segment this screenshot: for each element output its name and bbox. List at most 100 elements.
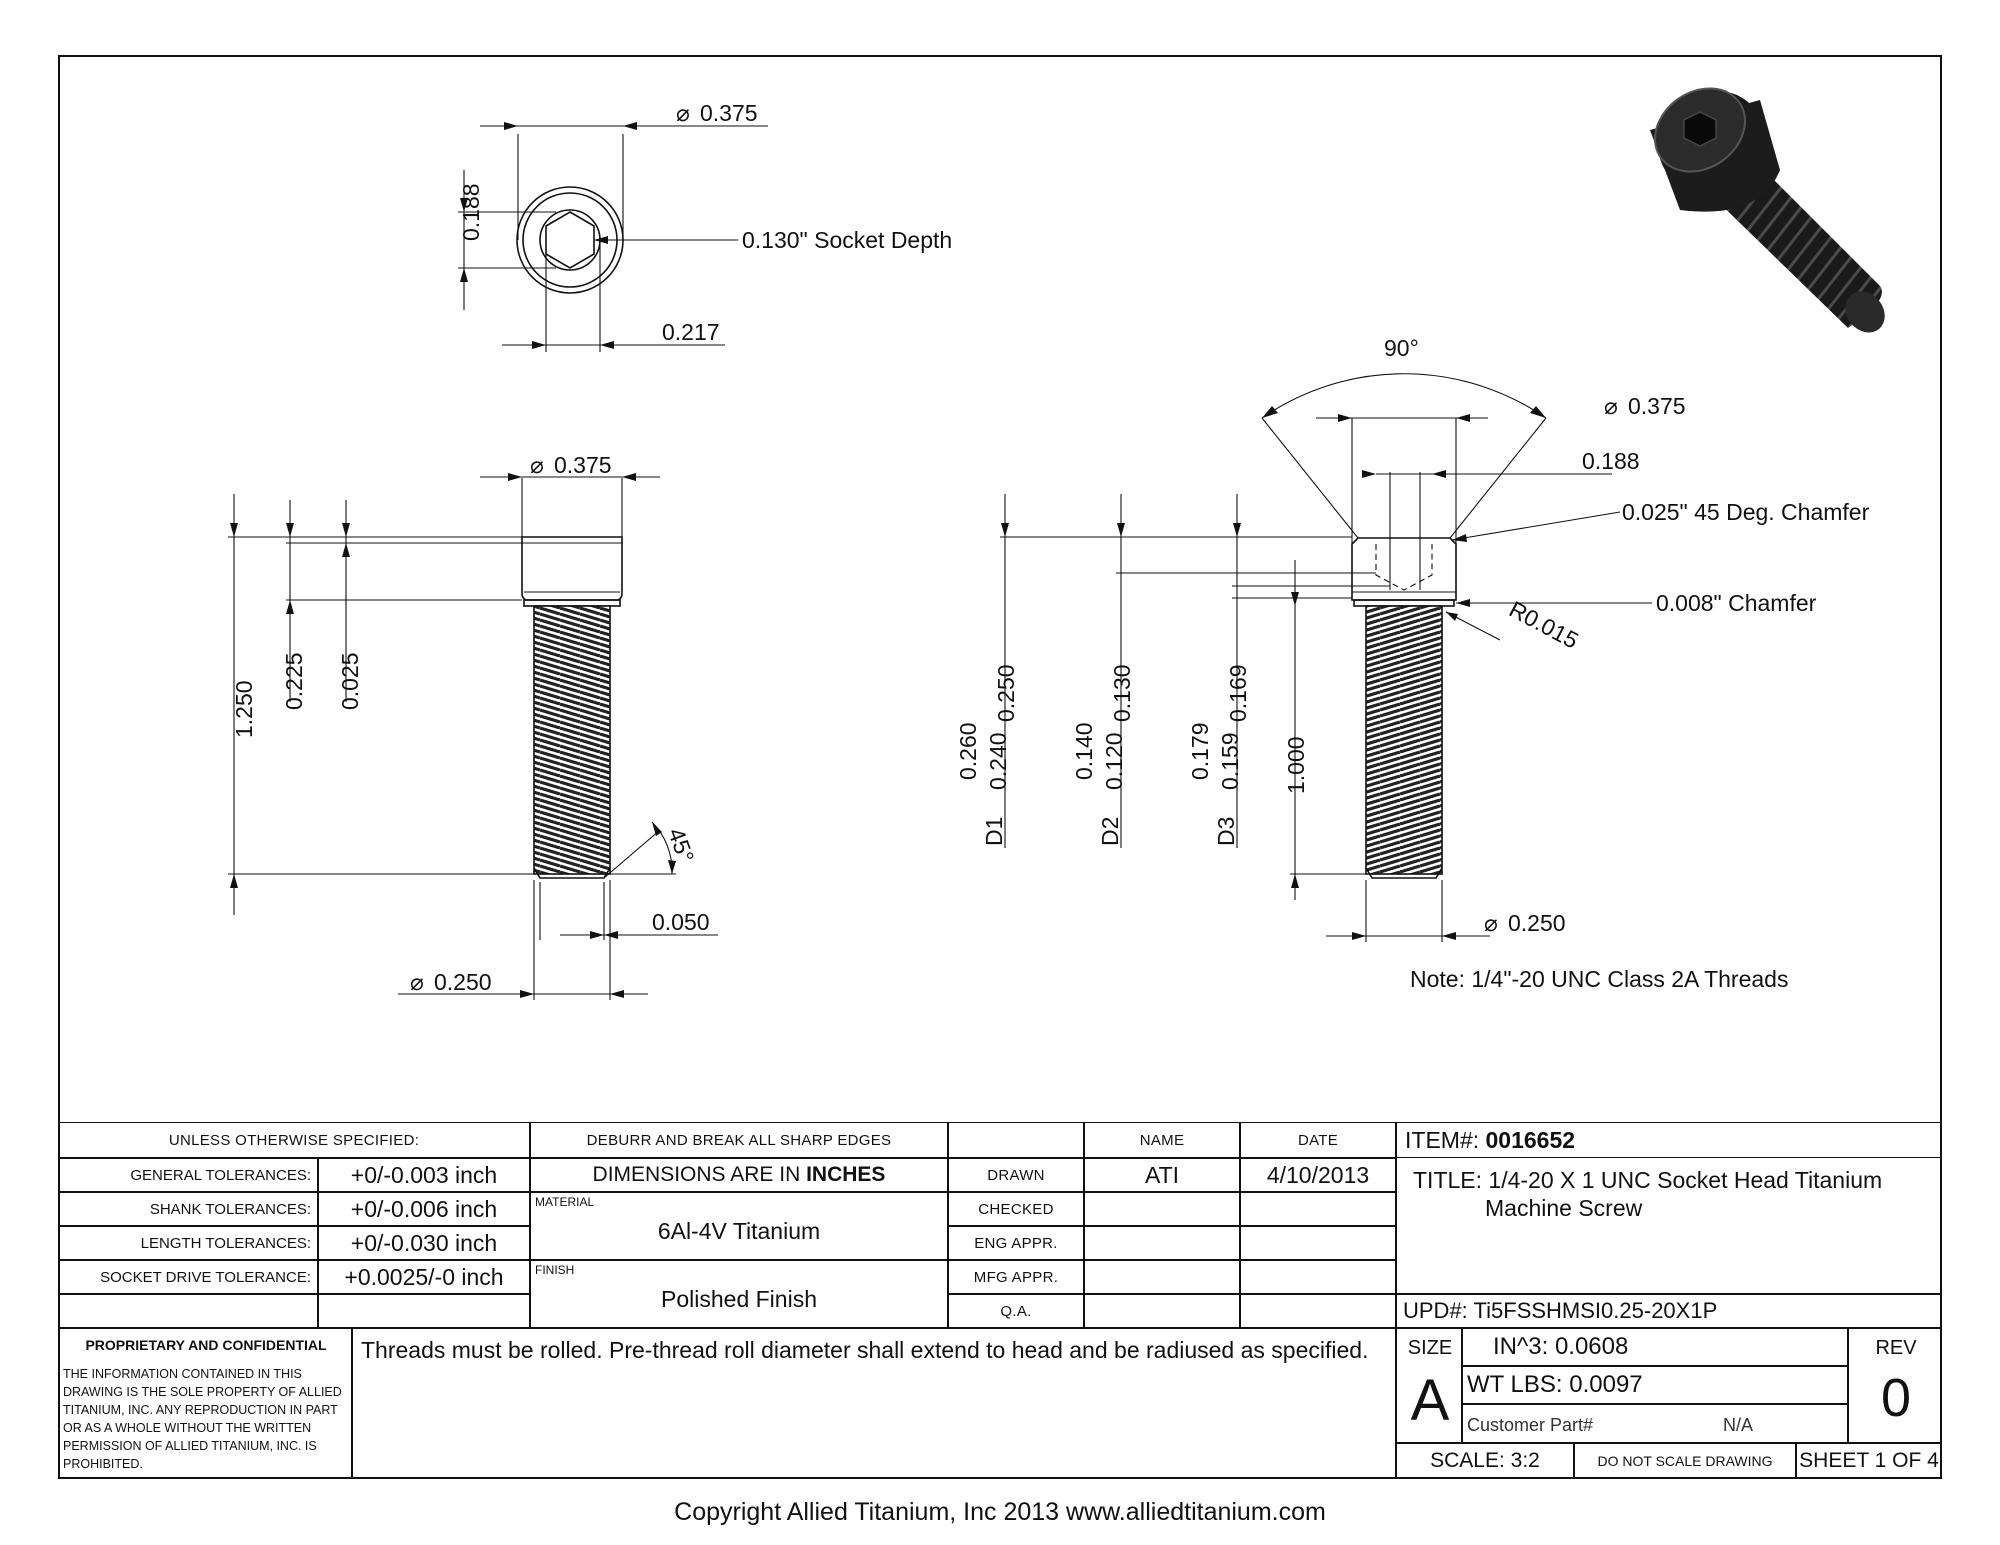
- divider: [1397, 1157, 1941, 1158]
- blank-cell: [1240, 1226, 1396, 1260]
- general-tol-value: +0/-0.003 inch: [318, 1158, 530, 1192]
- checked-label: CHECKED: [948, 1192, 1084, 1226]
- drawn-date: 4/10/2013: [1240, 1158, 1396, 1192]
- size-cell: SIZE A: [1396, 1328, 1462, 1443]
- dim-side-angle: 45°: [663, 824, 699, 866]
- dim-side-025: 0.025: [337, 652, 363, 710]
- customer-part-cell: Customer Part# N/A: [1462, 1404, 1848, 1443]
- shank-tol-value: +0/-0.006 inch: [318, 1192, 530, 1226]
- material-label: MATERIAL: [535, 1195, 595, 1209]
- blank-cell: [1084, 1192, 1240, 1226]
- finish-value: Polished Finish: [661, 1285, 817, 1312]
- upd-number: UPD#: Ti5FSSHMSI0.25-20X1P: [1396, 1294, 1942, 1328]
- customer-part-value: N/A: [1723, 1415, 1754, 1435]
- dia-symbol: ⌀: [1484, 910, 1498, 936]
- side-view-labels: ⌀ 0.375 1.250 0.225 0.025 45° 0.050 ⌀ 0.…: [231, 452, 710, 995]
- length-tol-label: LENGTH TOLERANCES:: [58, 1226, 318, 1260]
- bolt-3d-illustration: [1650, 87, 1885, 333]
- proprietary-text: THE INFORMATION CONTAINED IN THIS DRAWIN…: [63, 1367, 342, 1471]
- blank-cell: [1240, 1294, 1396, 1328]
- dim-top-dia: 0.375: [700, 100, 758, 126]
- dia-symbol: ⌀: [410, 969, 424, 995]
- proprietary-cell: PROPRIETARY AND CONFIDENTIAL THE INFORMA…: [58, 1328, 352, 1479]
- dim-side-shank-dia: 0.250: [434, 969, 492, 995]
- rev-label: REV: [1875, 1337, 1917, 1359]
- d3-label: D3: [1213, 817, 1239, 846]
- d2-label: D2: [1097, 817, 1123, 846]
- blank-cell: [1084, 1260, 1240, 1294]
- radius-label: R0.015: [1505, 596, 1583, 654]
- rev-cell: REV 0: [1848, 1328, 1942, 1443]
- date-header: DATE: [1240, 1122, 1396, 1158]
- finish-label: FINISH: [535, 1263, 575, 1277]
- dim-side-head-dia: 0.375: [554, 452, 612, 478]
- d2-hi: 0.140: [1071, 722, 1097, 780]
- shank-tol-label: SHANK TOLERANCES:: [58, 1192, 318, 1226]
- d1-hi: 0.260: [955, 722, 981, 780]
- section-view-labels: 90° ⌀ 0.375 0.188 0.025" 45 Deg. Chamfer…: [955, 335, 1870, 992]
- dim-right-shank-dia: 0.250: [1508, 910, 1566, 936]
- unless-specified: UNLESS OTHERWISE SPECIFIED:: [58, 1122, 530, 1158]
- customer-part-label: Customer Part#: [1467, 1415, 1594, 1435]
- dim-right-1000: 1.000: [1283, 736, 1309, 794]
- dim-right-angle: 90°: [1384, 335, 1419, 361]
- title-cell: ITEM#: 0016652 TITLE: 1/4-20 X 1 UNC Soc…: [1396, 1122, 1942, 1294]
- size-label: SIZE: [1407, 1337, 1453, 1359]
- dim-side-050: 0.050: [652, 909, 710, 935]
- title-line-1: TITLE: 1/4-20 X 1 UNC Socket Head Titani…: [1413, 1167, 1883, 1193]
- dims-unit: INCHES: [806, 1163, 886, 1186]
- deburr-note: DEBURR AND BREAK ALL SHARP EDGES: [530, 1122, 948, 1158]
- blank-cell: [1240, 1192, 1396, 1226]
- item-row: ITEM#: 0016652: [1405, 1127, 1575, 1154]
- dim-top-hex-across: 0.217: [662, 319, 720, 345]
- general-tol-label: GENERAL TOLERANCES:: [58, 1158, 318, 1192]
- scale-value: SCALE: 3:2: [1396, 1443, 1574, 1479]
- proprietary-title: PROPRIETARY AND CONFIDENTIAL: [85, 1337, 327, 1353]
- no-scale-note: DO NOT SCALE DRAWING: [1574, 1443, 1796, 1479]
- volume-value: IN^3: 0.0608: [1462, 1328, 1848, 1366]
- blank-cell: [58, 1294, 318, 1328]
- blank-cell: [318, 1294, 530, 1328]
- title-line-2: Machine Screw: [1485, 1195, 1643, 1221]
- section-view: [1000, 373, 1652, 942]
- dim-right-130: 0.130: [1109, 664, 1135, 722]
- blank-cell: [1084, 1294, 1240, 1328]
- thread-note: Note: 1/4"-20 UNC Class 2A Threads: [1410, 966, 1788, 992]
- rev-value: 0: [1880, 1368, 1912, 1428]
- item-number: 0016652: [1485, 1127, 1576, 1153]
- d1-label: D1: [981, 817, 1007, 846]
- drawn-label: DRAWN: [948, 1158, 1084, 1192]
- d2-lo: 0.120: [1101, 732, 1127, 790]
- title-block: UNLESS OTHERWISE SPECIFIED: DEBURR AND B…: [58, 1122, 1942, 1479]
- length-tol-value: +0/-0.030 inch: [318, 1226, 530, 1260]
- end-view: [458, 122, 768, 352]
- notes-cell: Threads must be rolled. Pre-thread roll …: [352, 1328, 1396, 1479]
- material-cell: MATERIAL 6Al-4V Titanium: [530, 1192, 948, 1260]
- end-view-labels: ⌀ 0.375 0.188 0.130" Socket Depth 0.217: [458, 100, 952, 345]
- blank-cell: [1084, 1226, 1240, 1260]
- dim-side-head-height: 0.225: [281, 652, 307, 710]
- item-label: ITEM#:: [1405, 1127, 1480, 1153]
- dim-top-hex: 0.188: [458, 183, 484, 241]
- chamfer-008-label: 0.008" Chamfer: [1656, 590, 1817, 616]
- dim-right-188: 0.188: [1582, 448, 1640, 474]
- dia-symbol: ⌀: [676, 100, 690, 126]
- threads-note: Threads must be rolled. Pre-thread roll …: [361, 1337, 1369, 1363]
- side-view: [228, 473, 718, 1000]
- d1-lo: 0.240: [985, 732, 1011, 790]
- name-header: NAME: [1084, 1122, 1240, 1158]
- chamfer-45-label: 0.025" 45 Deg. Chamfer: [1622, 499, 1870, 525]
- mfg-appr-label: MFG APPR.: [948, 1260, 1084, 1294]
- size-value: A: [1410, 1368, 1450, 1433]
- weight-value: WT LBS: 0.0097: [1462, 1366, 1848, 1404]
- dim-right-169: 0.169: [1225, 664, 1251, 722]
- d3-hi: 0.179: [1187, 722, 1213, 780]
- dim-side-length: 1.250: [231, 680, 257, 738]
- socket-depth-label: 0.130" Socket Depth: [742, 227, 952, 253]
- qa-label: Q.A.: [948, 1294, 1084, 1328]
- dim-right-250: 0.250: [993, 664, 1019, 722]
- d3-lo: 0.159: [1217, 732, 1243, 790]
- dia-symbol: ⌀: [530, 452, 544, 478]
